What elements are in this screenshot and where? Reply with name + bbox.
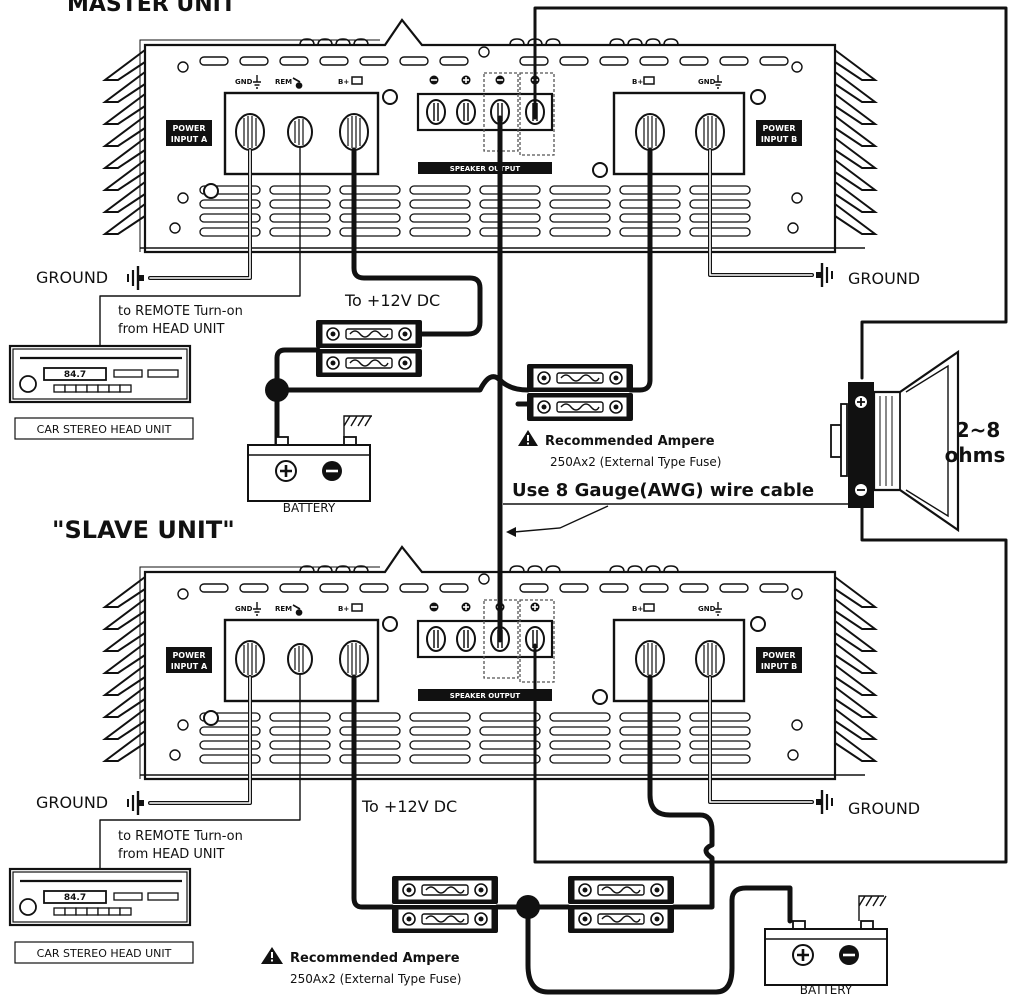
ground-icon-3: [126, 789, 146, 817]
slave-power-input-b-line1: POWER: [762, 651, 795, 660]
head-unit-caption-2: CAR STEREO HEAD UNIT: [37, 947, 172, 960]
master-power-input-a-line1: POWER: [172, 124, 205, 133]
warning-icon: [261, 947, 283, 964]
remote-label-line1-slave: to REMOTE Turn-on: [118, 829, 243, 844]
slave-unit-title: "SLAVE UNIT": [52, 516, 235, 544]
slave-bplus-label-a: B+: [338, 605, 349, 613]
battery-label-slave: BATTERY: [800, 983, 853, 997]
master-amplifier: [103, 18, 877, 254]
slave-power-input-b-line2: INPUT B: [761, 662, 797, 671]
slave-bplus-label-b: B+: [632, 605, 643, 613]
fuse-holder-master-3: [526, 363, 634, 393]
impedance-value: 2~8: [956, 418, 1001, 442]
slave-gnd-label-b: GND: [698, 605, 716, 613]
battery-slave: [763, 919, 889, 987]
battery-master: [246, 435, 372, 503]
master-power-input-b-line2: INPUT B: [761, 135, 797, 144]
fuse-holder-slave-1: [391, 875, 499, 905]
master-gnd-label-a: GND: [235, 78, 253, 86]
head-unit-freq-2: 84.7: [64, 893, 86, 903]
remote-label-line2-master: from HEAD UNIT: [118, 322, 224, 337]
master-bplus-label-a: B+: [338, 78, 349, 86]
dc-label-master: To +12V DC: [344, 291, 440, 310]
remote-label-line1-master: to REMOTE Turn-on: [118, 304, 243, 319]
remote-label-line2-slave: from HEAD UNIT: [118, 847, 224, 862]
ground-label-4: GROUND: [848, 799, 920, 818]
impedance-unit: ohms: [945, 443, 1006, 467]
warning-icon: [518, 430, 538, 446]
master-unit-title: MASTER UNIT: [67, 0, 236, 17]
master-bplus-label-b: B+: [632, 78, 643, 86]
ground-label-3: GROUND: [36, 793, 108, 812]
wire-note: Use 8 Gauge(AWG) wire cable: [512, 480, 814, 501]
slave-head-unit: [8, 867, 192, 927]
battery-label-master: BATTERY: [283, 501, 336, 515]
fuse-holder-master-2: [315, 348, 423, 378]
fuse-note-title-master: Recommended Ampere: [545, 434, 715, 449]
slave-power-input-a-line2: INPUT A: [171, 662, 208, 671]
fuse-note-title-slave: Recommended Ampere: [290, 951, 460, 966]
slave-gnd-label-a: GND: [235, 605, 253, 613]
master-power-input-a-line2: INPUT A: [171, 135, 208, 144]
fuse-holder-slave-3: [567, 875, 675, 905]
master-power-input-b-line1: POWER: [762, 124, 795, 133]
speaker-icon: [830, 349, 960, 533]
fuse-note-detail-master: 250Ax2 (External Type Fuse): [550, 455, 722, 469]
ground-label-2: GROUND: [848, 269, 920, 288]
slave-power-input-a-line1: POWER: [172, 651, 205, 660]
head-unit-caption-1: CAR STEREO HEAD UNIT: [37, 423, 172, 436]
fuse-holder-slave-2: [391, 904, 499, 934]
master-head-unit: [8, 344, 192, 404]
slave-rem-label: REM: [275, 605, 292, 613]
master-gnd-label-b: GND: [698, 78, 716, 86]
ground-label-1: GROUND: [36, 268, 108, 287]
fuse-holder-master-4: [526, 392, 634, 422]
master-speaker-output-label: SPEAKER OUTPUT: [450, 165, 521, 173]
ground-icon-1: [126, 264, 146, 292]
head-unit-freq-1: 84.7: [64, 370, 86, 380]
slave-speaker-output-label: SPEAKER OUTPUT: [450, 692, 521, 700]
master-rem-label: REM: [275, 78, 292, 86]
fuse-holder-master-1: [315, 319, 423, 349]
ground-icon-4: [814, 788, 834, 816]
slave-amplifier: [103, 545, 877, 781]
fuse-holder-slave-4: [567, 904, 675, 934]
dc-label-slave: To +12V DC: [361, 797, 457, 816]
fuse-note-detail-slave: 250Ax2 (External Type Fuse): [290, 972, 462, 986]
ground-icon-2: [814, 261, 834, 289]
